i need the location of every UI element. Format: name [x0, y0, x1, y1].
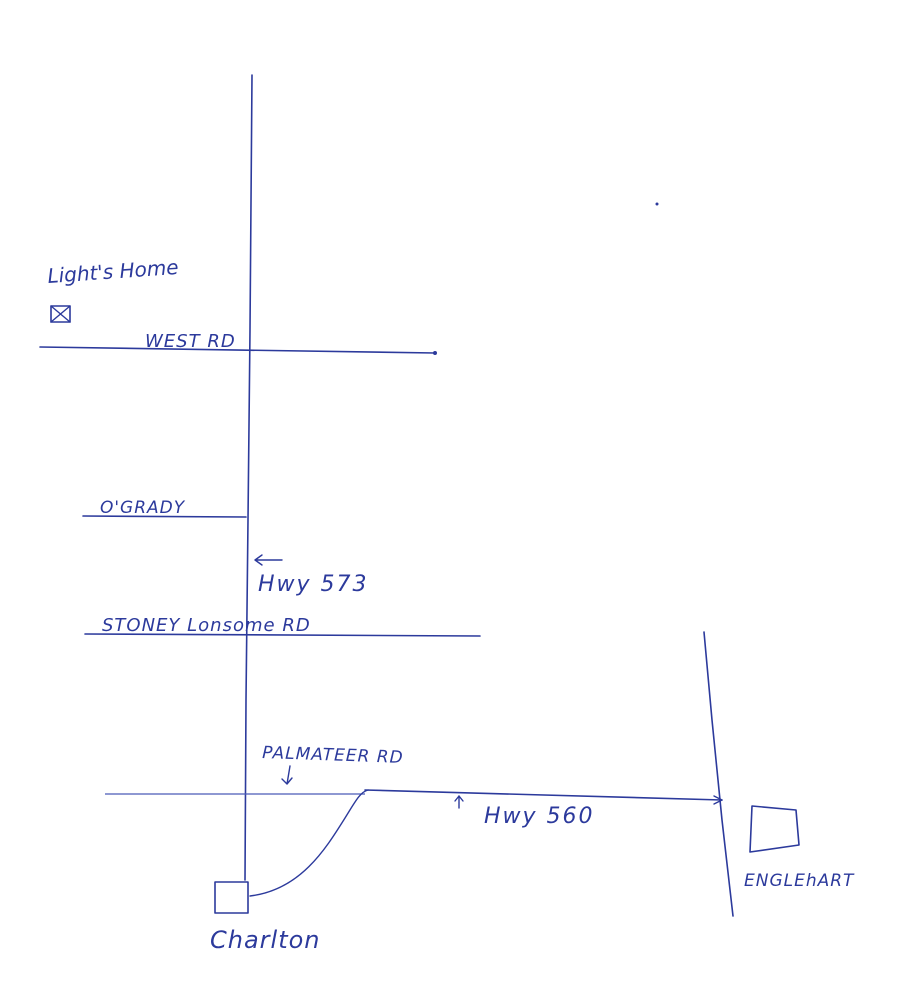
palmateer-label: PALMATEER RD	[262, 743, 404, 768]
hwy-560-road	[364, 789, 723, 801]
englehart-road	[703, 631, 734, 917]
lights-home-label: Light's Home	[47, 255, 180, 288]
west-rd-road	[39, 346, 436, 354]
hwy-573-road	[244, 74, 253, 881]
englehart-town-icon	[749, 805, 800, 853]
hwy-560-curve	[249, 789, 369, 897]
west-rd-end-dot	[433, 351, 437, 355]
ogrady-road	[82, 515, 247, 518]
hwy-560-arrowhead	[713, 795, 723, 805]
hwy-560-arrow-icon	[454, 795, 464, 809]
ogrady-label: O'GRADY	[100, 498, 186, 518]
stoney-lonsome-road	[84, 633, 481, 637]
hwy-560-label: Hwy 560	[484, 804, 595, 829]
englehart-label: ENGLEhART	[744, 871, 855, 891]
charlton-town-icon	[214, 881, 249, 914]
lights-home-icon	[50, 305, 71, 323]
stoney-lonsome-label: STONEY Lonsome RD	[102, 615, 311, 636]
stray-ink-dot	[655, 202, 659, 206]
hwy-573-arrow-icon	[254, 554, 283, 566]
palmateer-arrow-icon	[281, 765, 293, 785]
hwy-573-label: Hwy 573	[258, 572, 369, 597]
west-rd-label: WEST RD	[145, 331, 236, 352]
charlton-label: Charlton	[210, 926, 321, 954]
